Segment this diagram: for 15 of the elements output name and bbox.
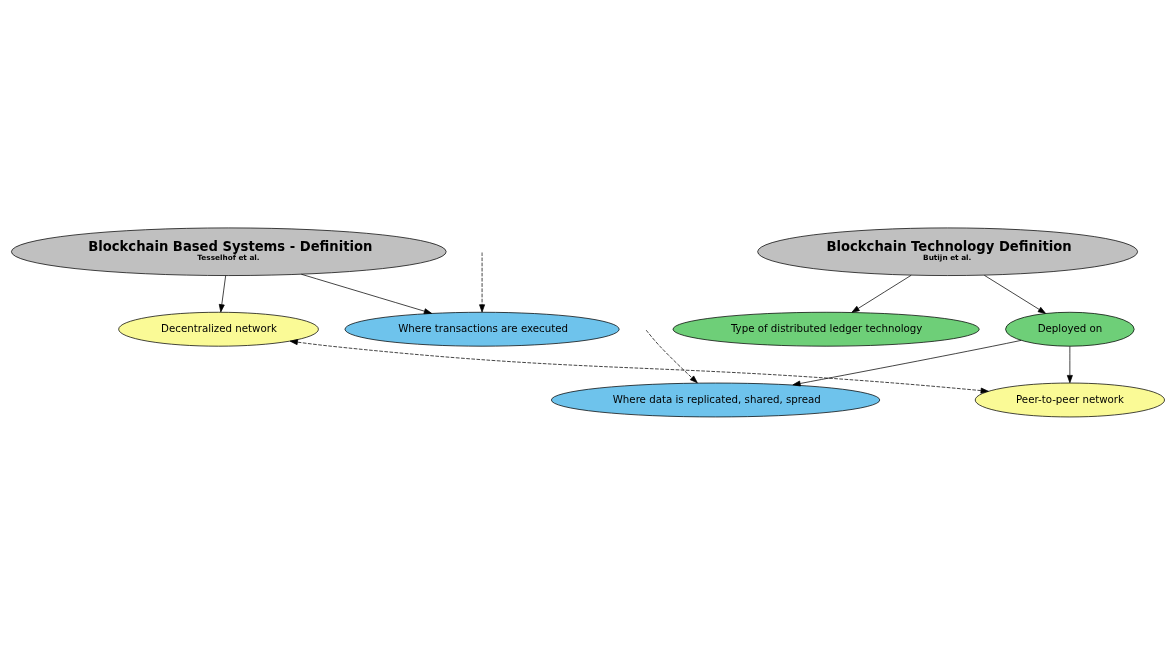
arrow [301, 273, 432, 315]
arrow [792, 340, 1022, 387]
node-ellipse: Peer-to-peer network [974, 382, 1165, 418]
node-ellipse: Deployed on [1005, 311, 1135, 347]
node-ellipse: Type of distributed ledger technology [672, 311, 980, 347]
node-ellipse: Blockchain Technology Definition Butijn et al. [757, 227, 1138, 276]
node-ellipse: Blockchain Based Systems - Definition Tesselhof et al. [11, 227, 447, 276]
arrow [289, 339, 989, 394]
arrow [645, 329, 698, 384]
node-ellipse: Where transactions are executed [344, 311, 620, 347]
arrow [983, 274, 1046, 314]
arrow [851, 274, 912, 313]
arrow [1066, 346, 1073, 384]
arrow [479, 252, 485, 313]
arrow [218, 275, 227, 313]
